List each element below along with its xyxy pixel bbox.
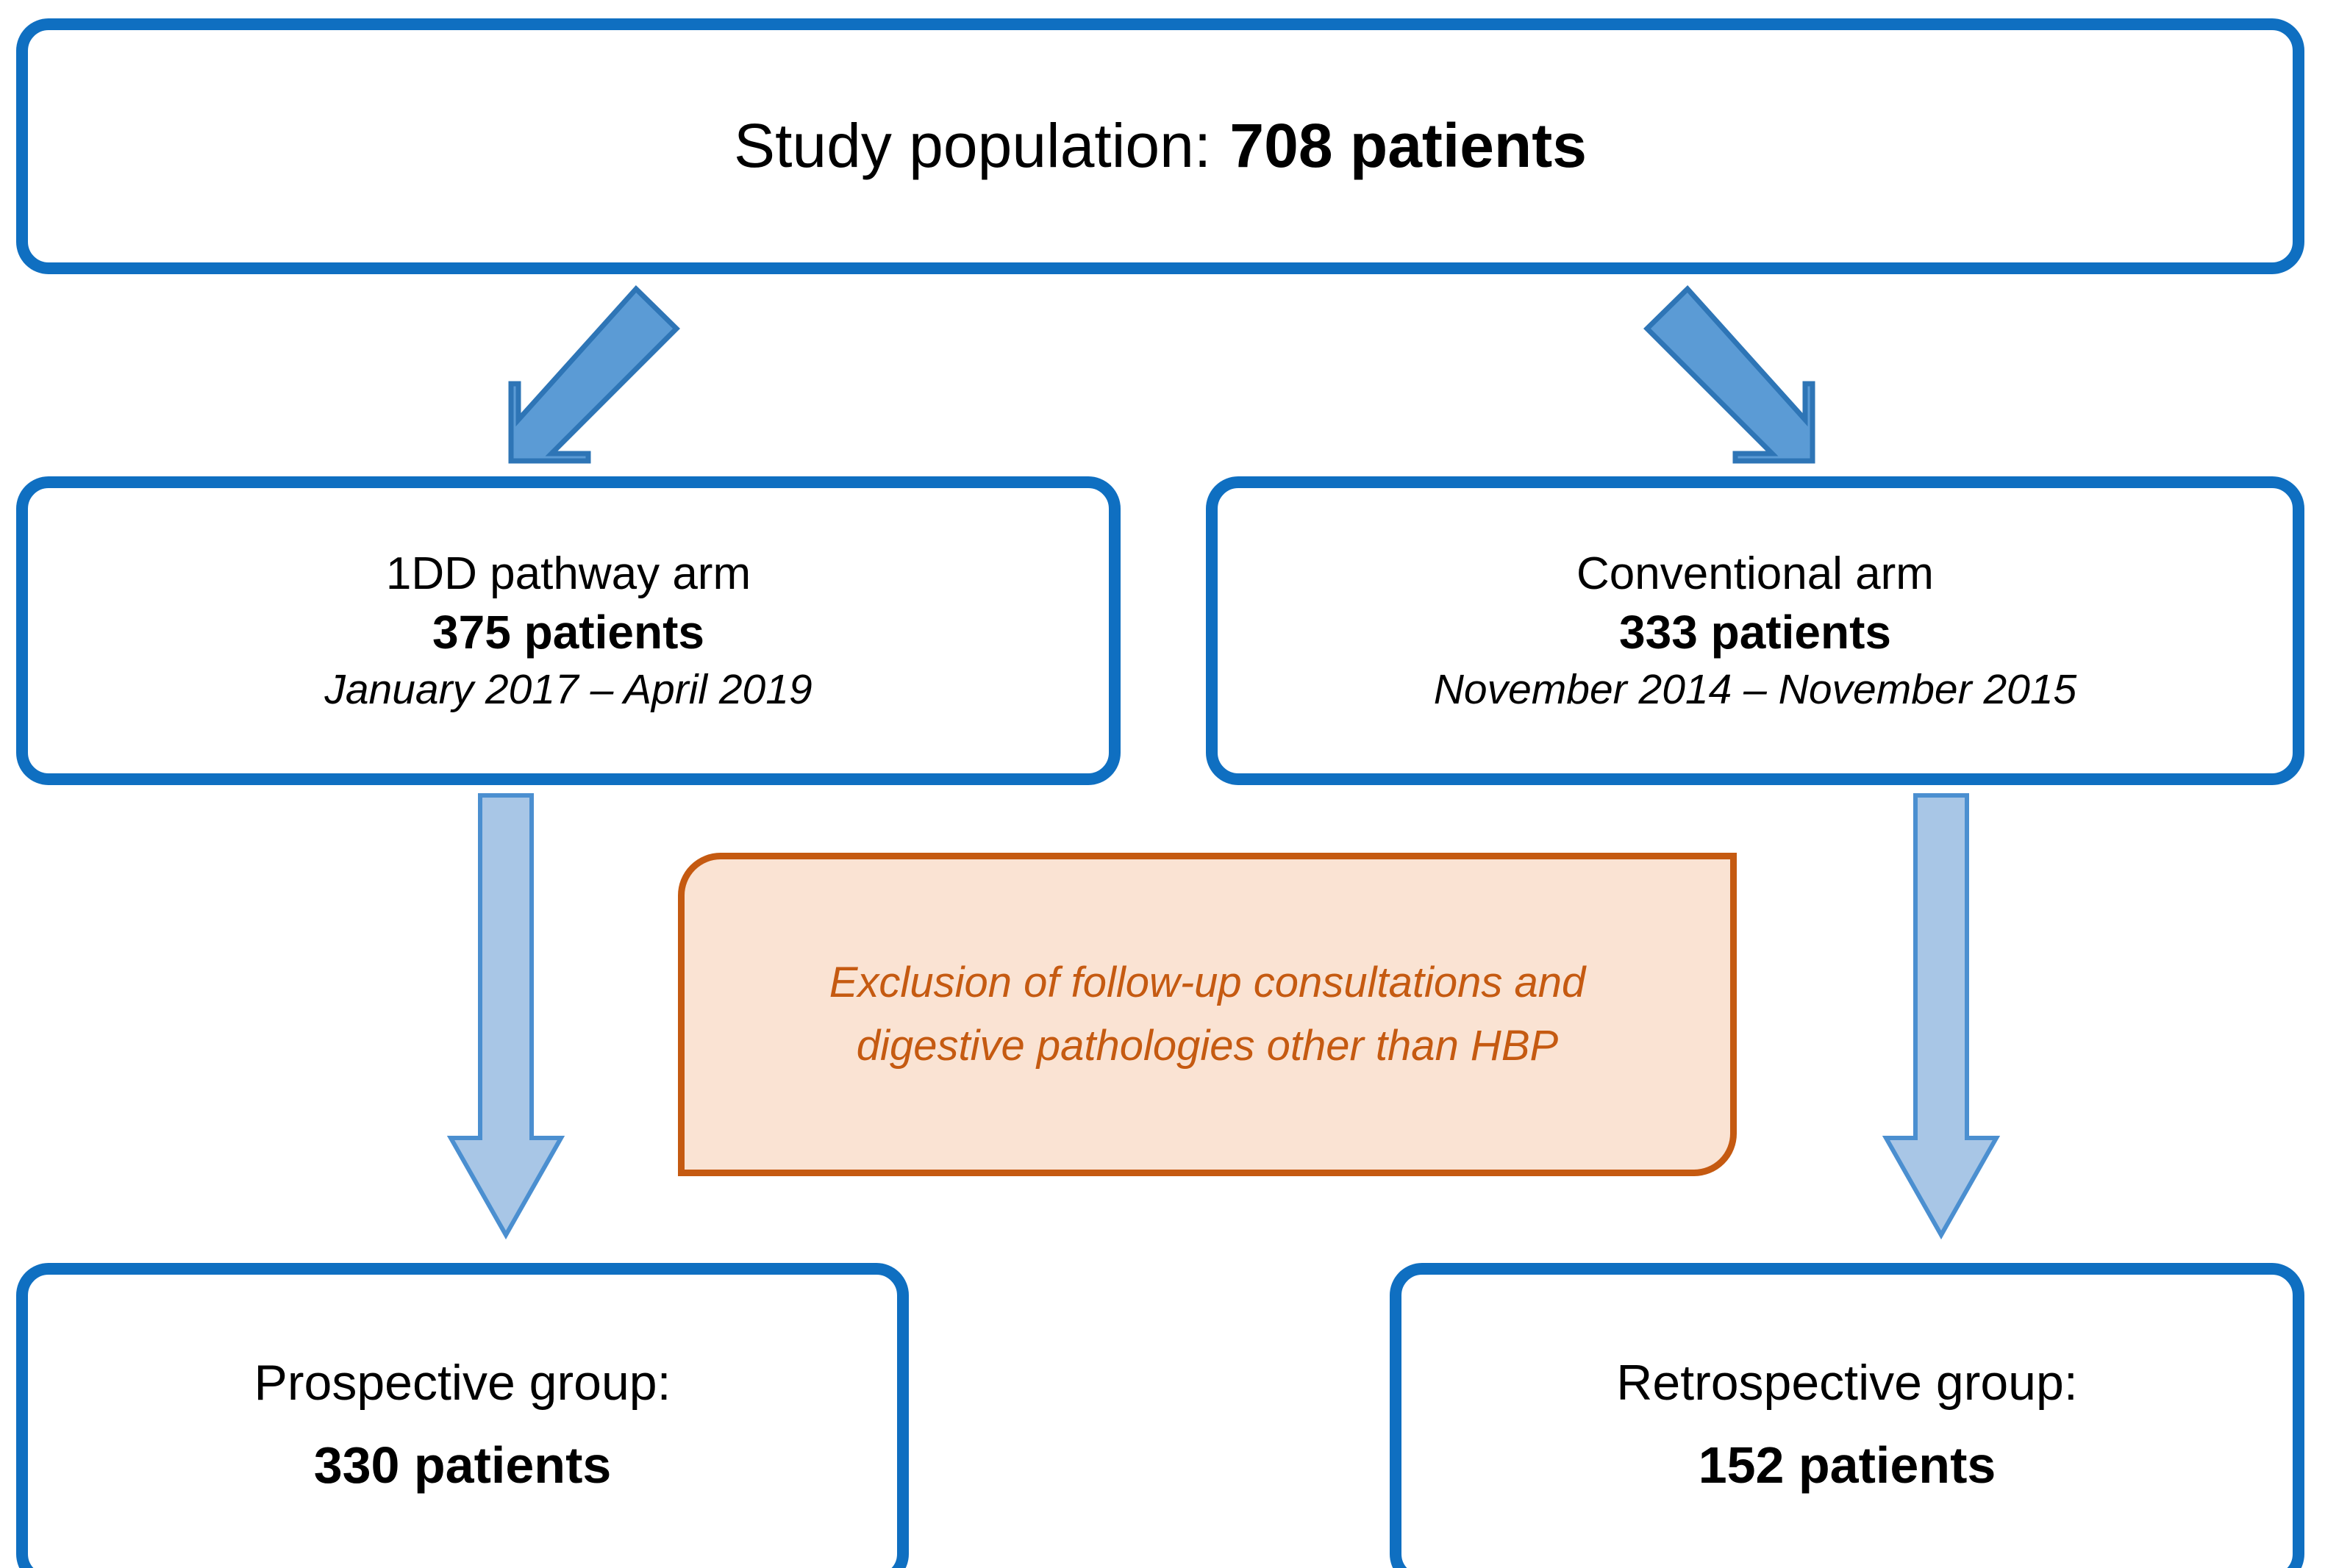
arrow-conventional-to-retrospective: [1882, 792, 2001, 1241]
prospective-group-label: Prospective group:: [254, 1354, 671, 1411]
exclusion-line-2: digestive pathologies other than HBP: [856, 1022, 1559, 1070]
study-population-box: Study population:708 patients: [16, 18, 2304, 274]
arrow-to-intervention-arm: [449, 283, 684, 467]
prospective-group-count: 330 patients: [313, 1436, 612, 1494]
study-population-count: 708 patients: [1229, 111, 1587, 181]
retrospective-group-label: Retrospective group:: [1616, 1354, 2078, 1411]
retrospective-group-box: Retrospective group: 152 patients: [1390, 1263, 2304, 1568]
conventional-arm-period: November 2014 – November 2015: [1433, 666, 2077, 714]
intervention-arm-box: 1DD pathway arm 375 patients January 201…: [16, 476, 1121, 785]
exclusion-line-1: Exclusion of follow-up consultations and: [829, 959, 1586, 1007]
retrospective-group-count: 152 patients: [1698, 1436, 1996, 1494]
study-population-text: Study population:708 patients: [734, 107, 1587, 186]
intervention-arm-name: 1DD pathway arm: [385, 548, 751, 599]
conventional-arm-box: Conventional arm 333 patients November 2…: [1206, 476, 2304, 785]
conventional-arm-count: 333 patients: [1619, 606, 1891, 659]
prospective-group-box: Prospective group: 330 patients: [16, 1263, 909, 1568]
study-population-label: Study population:: [734, 111, 1212, 181]
arrow-to-conventional-arm: [1640, 283, 1875, 467]
intervention-arm-count: 375 patients: [432, 606, 704, 659]
intervention-arm-period: January 2017 – April 2019: [324, 666, 813, 714]
exclusion-callout: Exclusion of follow-up consultations and…: [678, 853, 1737, 1176]
conventional-arm-name: Conventional arm: [1576, 548, 1934, 599]
arrow-intervention-to-prospective: [446, 792, 565, 1241]
